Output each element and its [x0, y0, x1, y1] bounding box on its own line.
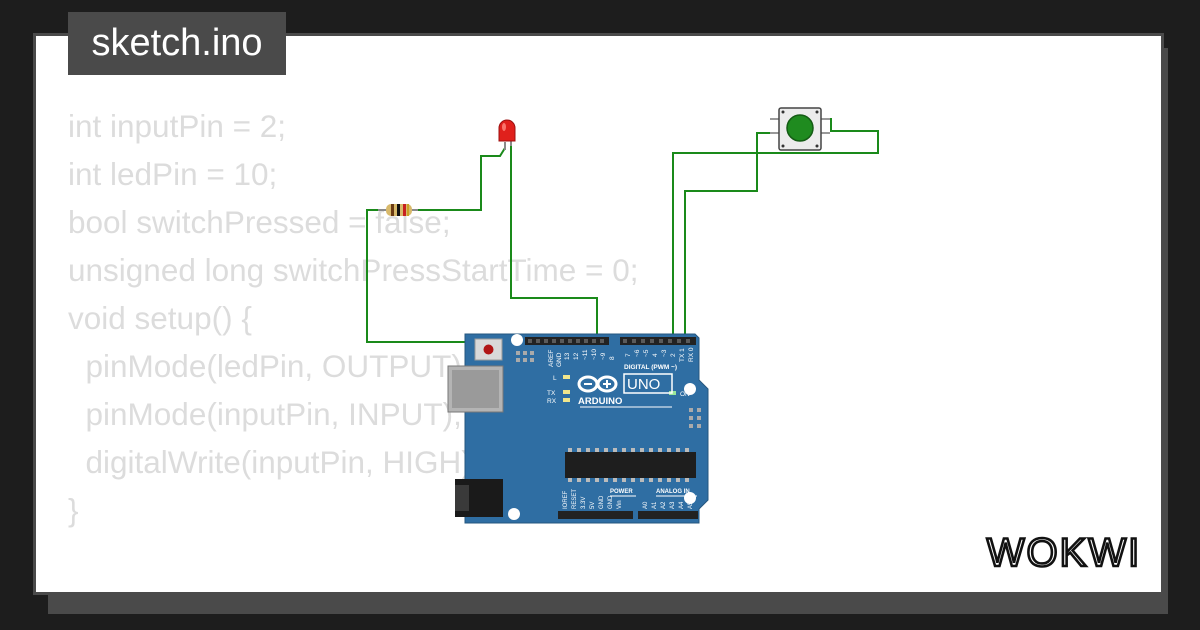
power-pin-gnd2: GND	[608, 495, 614, 509]
on-label: ON	[680, 391, 690, 398]
wires	[366, 118, 879, 343]
code-line: int ledPin = 10;	[68, 156, 278, 192]
code-line: int inputPin = 2;	[68, 108, 287, 144]
pin-13-label: 13	[564, 352, 571, 360]
pin-5-label: ~5	[643, 349, 650, 357]
pin-3-label: ~3	[661, 349, 668, 357]
red-led[interactable]	[498, 119, 516, 150]
gnd-label: GND	[556, 352, 563, 367]
code-line: pinMode(ledPin, OUTPUT);	[68, 348, 471, 384]
power-pin-5v: 5V	[590, 502, 596, 509]
pin-4-label: 4	[652, 353, 659, 357]
pin-8-label: 8	[609, 356, 616, 360]
wire-button-to-gnd[interactable]	[672, 118, 879, 337]
analog-pin-a3: A3	[670, 501, 676, 509]
file-tab[interactable]: sketch.ino	[68, 12, 286, 75]
led-tx-label: TX	[547, 390, 556, 397]
pin-10-label: ~10	[591, 349, 598, 360]
code-line: unsigned long switchPressStartTime = 0;	[68, 252, 639, 288]
brand-text: WOKWI	[987, 531, 1141, 575]
wire-led-to-pin10[interactable]	[510, 142, 598, 337]
model-label: UNO	[627, 376, 660, 393]
arduino-uno-board[interactable]: AREF GND 13 12 ~11 ~10 ~9 8 7 ~6 ~5 4 ~3…	[447, 333, 709, 524]
pin-12-label: 12	[573, 352, 580, 360]
pin-7-label: 7	[625, 353, 632, 357]
led-l-label: L	[553, 375, 557, 382]
code-line: void setup() {	[68, 300, 252, 336]
power-pin-vin: Vin	[617, 500, 623, 509]
pushbutton[interactable]	[770, 107, 830, 151]
pin-6-label: ~6	[634, 349, 641, 357]
wire-button-to-pin2[interactable]	[684, 132, 783, 337]
logo-text: ARDUINO	[578, 396, 622, 407]
power-label: POWER	[610, 489, 633, 495]
pin-tx-label: TX 1	[679, 348, 686, 362]
analog-pin-a0: A0	[643, 501, 649, 509]
power-pin-gnd1: GND	[599, 495, 605, 509]
pin-rx-label: RX 0	[688, 347, 695, 362]
code-line: bool switchPressed = false;	[68, 204, 451, 240]
wokwi-logo: WOKWI	[985, 530, 1141, 576]
arduino-logo-icon	[577, 375, 618, 393]
pin-2-label: 2	[670, 353, 677, 357]
analog-pin-a4: A4	[679, 501, 685, 509]
analog-pin-a5: A5	[688, 501, 694, 509]
aref-label: AREF	[548, 350, 555, 367]
atmega-chip	[565, 452, 696, 478]
wire-resistor-to-gnd[interactable]	[366, 209, 487, 343]
code-line: pinMode(inputPin, INPUT);	[68, 396, 462, 432]
power-pin-3v3: 3.3V	[581, 497, 587, 509]
code-line: digitalWrite(inputPin, HIGH);	[68, 444, 481, 480]
power-pin-ioref: IOREF	[563, 490, 569, 509]
code-line: }	[68, 492, 79, 528]
code-listing: int inputPin = 2; int ledPin = 10; bool sw…	[68, 102, 638, 534]
analog-pin-a2: A2	[661, 501, 667, 509]
pin-9-label: ~9	[600, 352, 607, 360]
led-rx-label: RX	[547, 398, 557, 405]
resistor[interactable]	[378, 204, 418, 216]
pin-11-label: ~11	[582, 349, 589, 360]
wire-led-to-resistor[interactable]	[413, 147, 506, 211]
analog-pin-a1: A1	[652, 501, 658, 509]
power-pin-reset: RESET	[572, 489, 578, 509]
analog-label: ANALOG IN	[656, 489, 690, 495]
button-cap[interactable]	[786, 114, 814, 142]
digital-label: DIGITAL (PWM ~)	[624, 364, 677, 371]
